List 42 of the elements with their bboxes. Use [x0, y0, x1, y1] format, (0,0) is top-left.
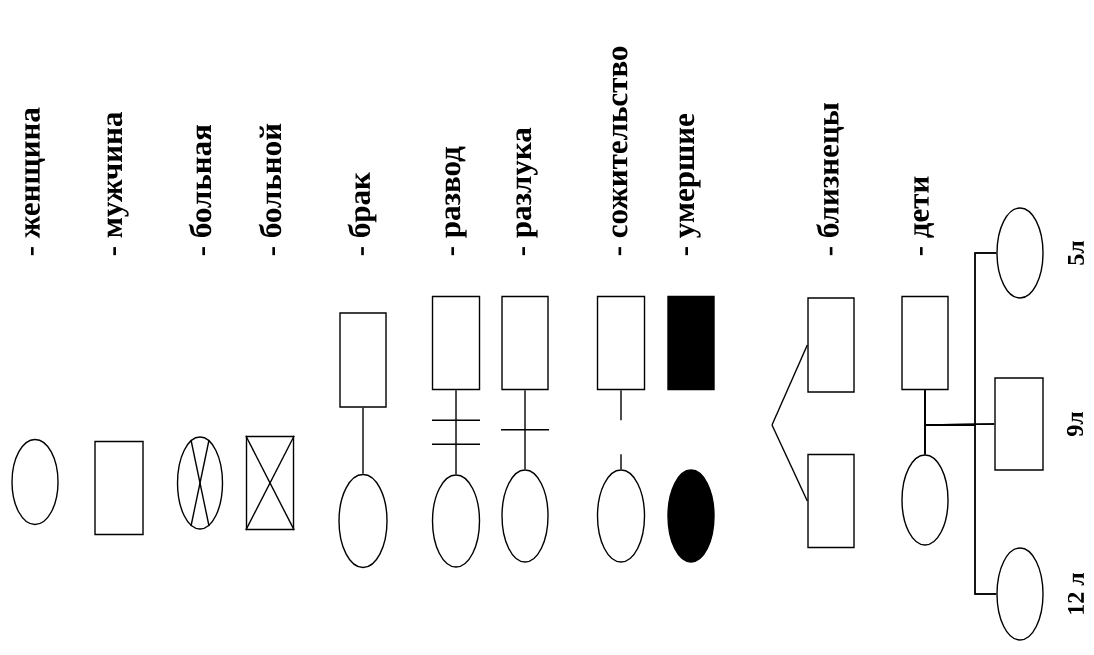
symbol-label: - разлука	[516, 127, 538, 256]
connector-line	[500, 389, 550, 470]
connector-line	[620, 389, 622, 470]
ellipse-symbol	[901, 454, 949, 546]
ellipse-symbol	[431, 474, 481, 568]
symbol-label: - женщина	[25, 107, 45, 256]
ellipse-symbol	[11, 438, 59, 526]
ellipse-symbol	[667, 469, 715, 563]
connector-line	[924, 424, 997, 595]
symbol-label: - развод	[445, 146, 467, 256]
rectangle-symbol	[431, 295, 481, 391]
rectangle-symbol	[807, 297, 855, 393]
rectangle-symbol	[994, 377, 1044, 471]
age-label: 5л	[1068, 240, 1084, 265]
connector-line	[431, 389, 481, 475]
symbol-label: - мужчина	[107, 112, 129, 256]
rectangle-symbol	[339, 312, 387, 408]
symbol-label: - больная	[188, 124, 212, 256]
rectangle-symbol	[667, 295, 715, 391]
ellipse-symbol	[338, 473, 388, 569]
rectangle-symbol	[596, 295, 646, 391]
symbol-label: - больной	[258, 123, 282, 256]
symbol-label: - брак	[347, 172, 377, 256]
rectangle-symbol	[807, 453, 855, 549]
rectangle-symbol	[501, 295, 549, 391]
connector-line	[771, 344, 808, 426]
rectangle-symbol	[901, 295, 949, 391]
crossed-ellipse-symbol	[176, 436, 224, 530]
ellipse-symbol	[996, 547, 1044, 641]
crossed-rectangle-symbol	[245, 435, 295, 531]
rectangle-symbol	[94, 440, 144, 536]
symbol-label: - близнецы	[816, 102, 844, 256]
age-label: 9л	[1066, 411, 1084, 437]
ellipse-symbol	[501, 469, 549, 563]
connector-line	[771, 424, 808, 502]
ellipse-symbol	[996, 207, 1044, 299]
symbol-label: - сожительство	[612, 46, 628, 256]
connector-line	[362, 407, 364, 475]
ellipse-symbol	[596, 469, 646, 563]
symbol-label: - дети	[914, 176, 934, 256]
symbol-label: - умершие	[679, 114, 701, 256]
age-label: 12 л	[1067, 572, 1085, 614]
